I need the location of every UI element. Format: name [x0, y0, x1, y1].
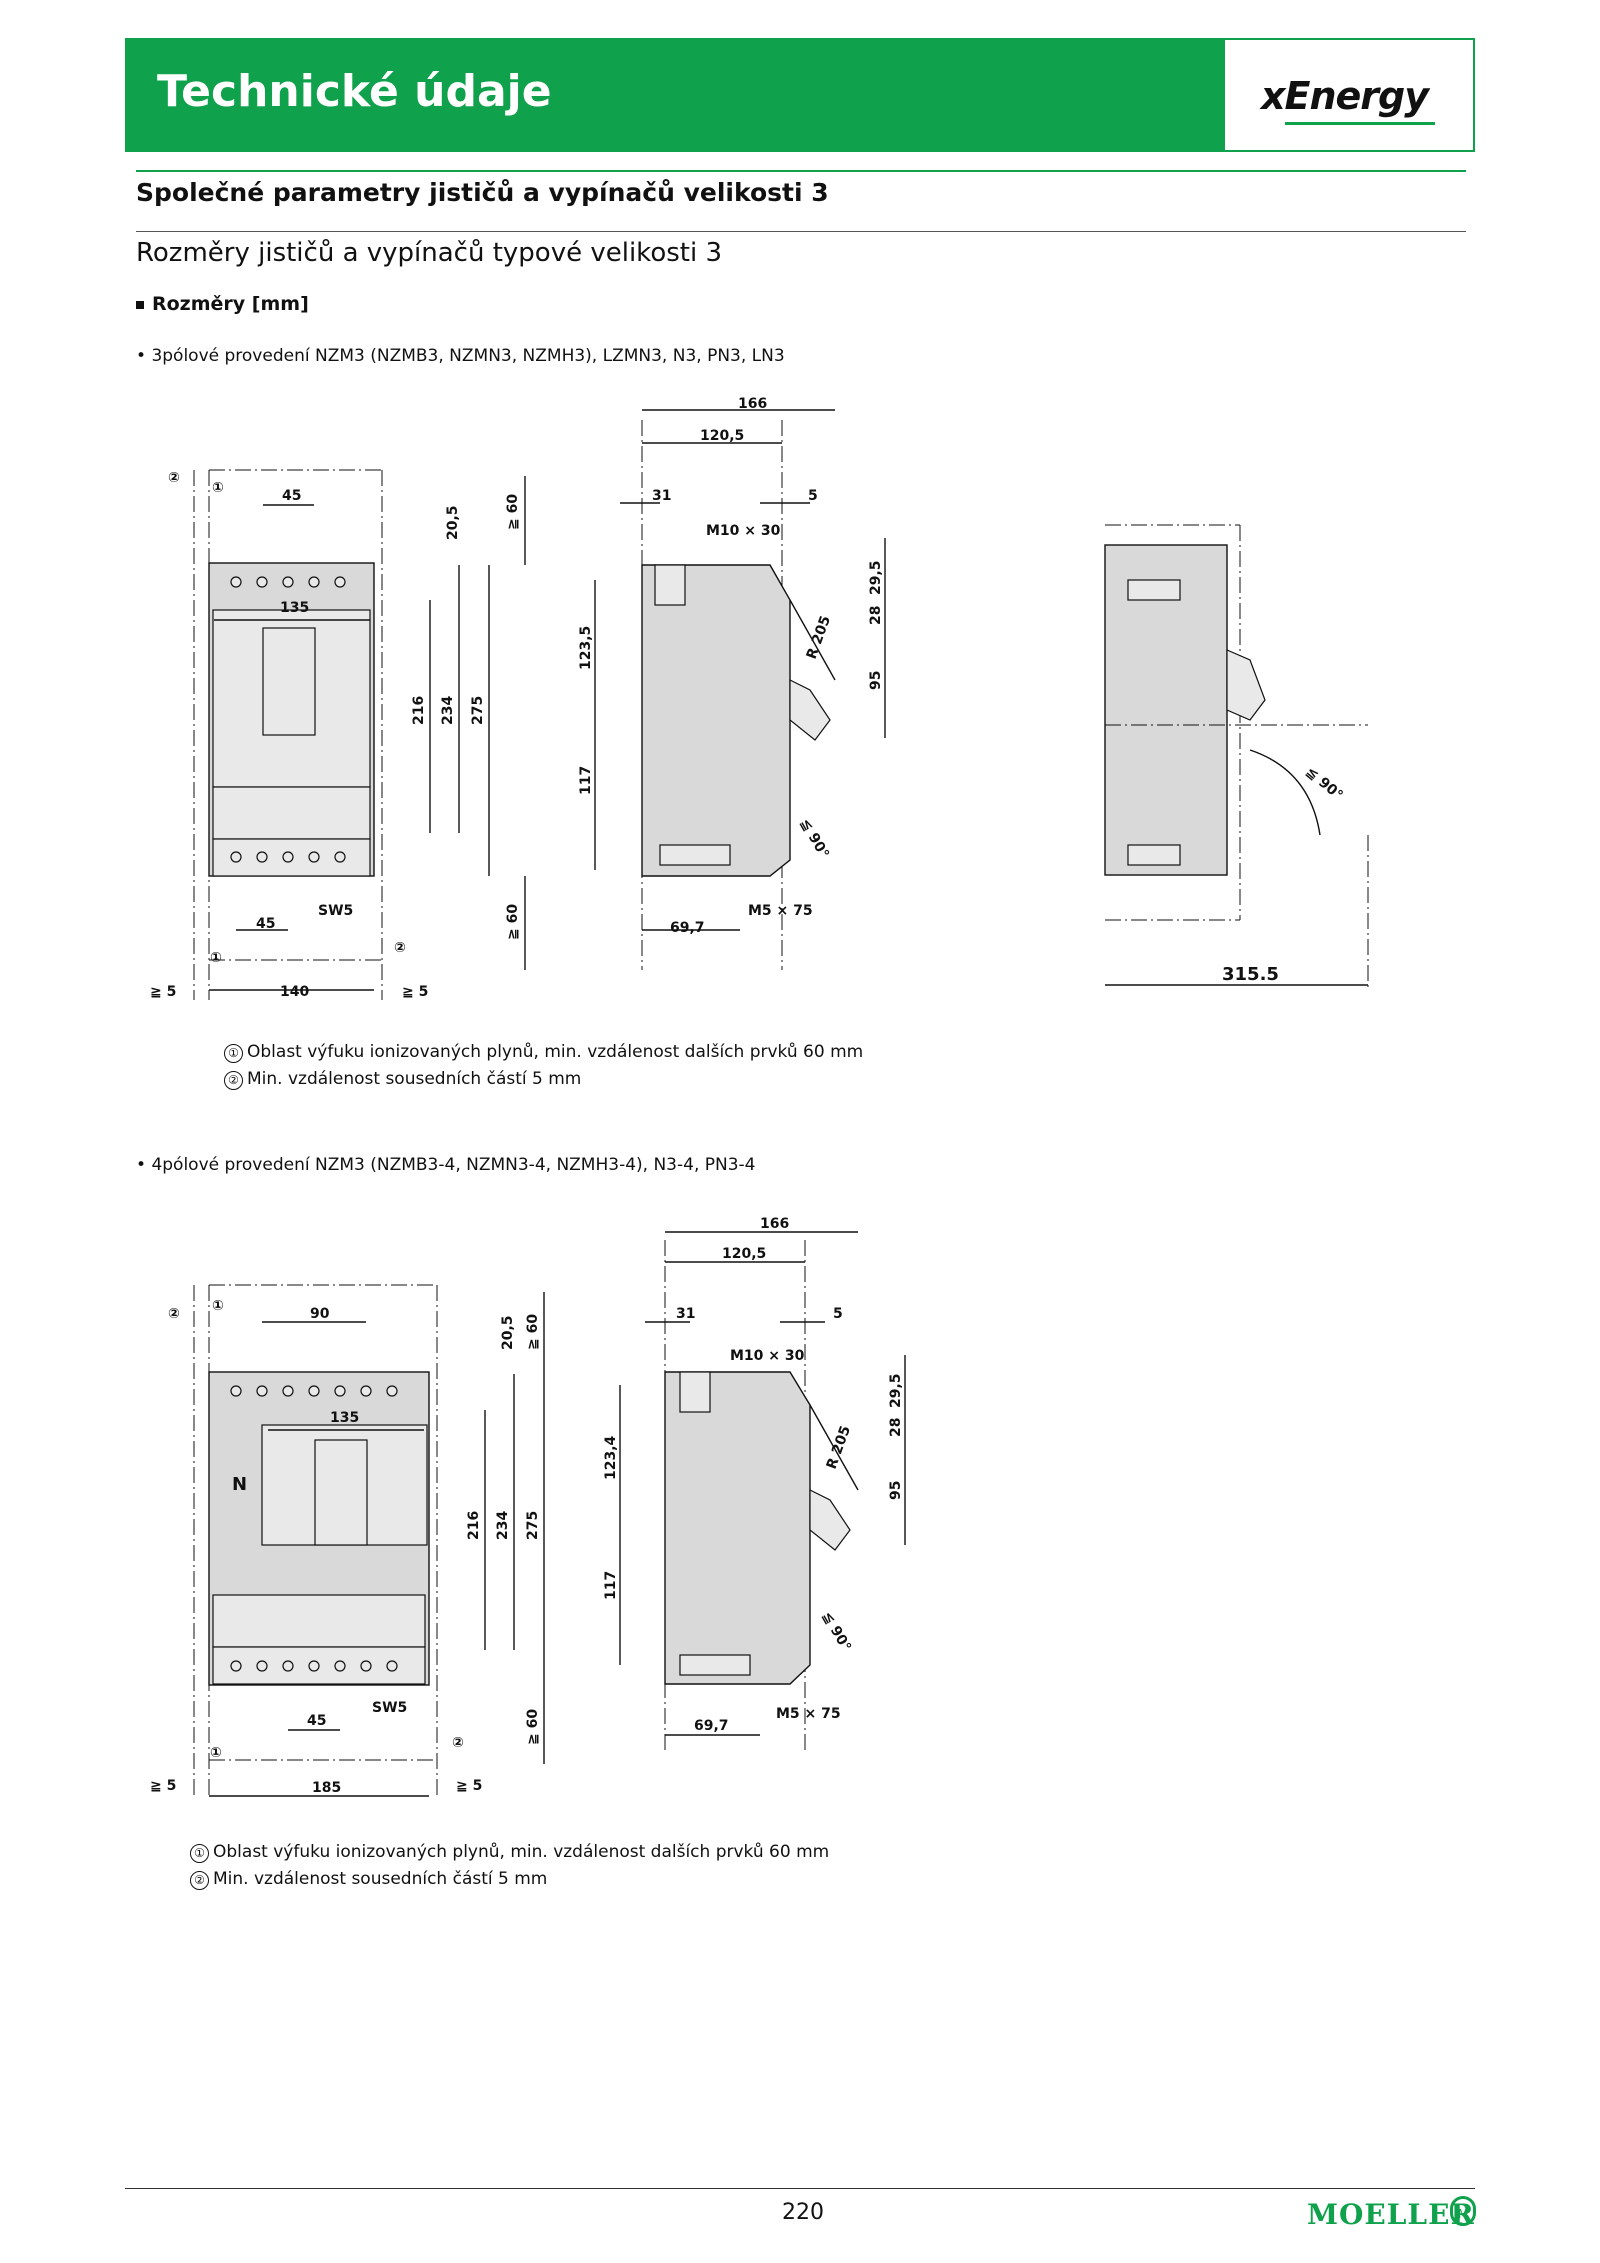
- figure1-side-dim-text: 31: [652, 488, 671, 504]
- figure1-dim-text: 275: [470, 696, 486, 725]
- header-banner: Technické údaje xEnergy: [125, 38, 1475, 152]
- figure1-marker: ①: [210, 950, 222, 966]
- brand-logo-underline: [1285, 122, 1435, 125]
- divider-green: [136, 170, 1466, 172]
- figure2-dim-text: 234: [495, 1511, 511, 1540]
- figure1-dim-text: 45: [256, 916, 275, 932]
- section-heading: Rozměry jističů a vypínačů typové veliko…: [136, 238, 722, 268]
- figure1-rotation-dim: 315.5: [1222, 964, 1279, 985]
- figure1-side-dim-text: 166: [738, 396, 767, 412]
- page-number: 220: [782, 2200, 824, 2225]
- figure2-side-dim-text: 28: [888, 1418, 904, 1437]
- square-bullet-icon: [136, 300, 144, 309]
- figure1-note-marker: ①: [224, 1044, 243, 1063]
- figure2-side-dim-text: ≦ 90°: [819, 1609, 854, 1654]
- figure2-side-dim-text: M10 × 30: [730, 1348, 805, 1364]
- figure2-side-dim-text: 5: [833, 1306, 843, 1322]
- figure1-dim-text: 216: [411, 696, 427, 725]
- figure1-marker: ②: [168, 470, 180, 486]
- figure2-side-dim-text: M5 × 75: [776, 1706, 841, 1722]
- figure2-dim-text: ≧ 60: [525, 1314, 541, 1350]
- figure2-side-dim-text: 120,5: [722, 1246, 766, 1262]
- figure1-side-dim-text: 29,5: [868, 560, 884, 595]
- brand-logo-text: xEnergy: [1261, 74, 1429, 118]
- figure2-dim-text: ≧ 60: [525, 1709, 541, 1745]
- divider-gray: [136, 231, 1466, 232]
- figure1-dim-text: 20,5: [445, 505, 461, 540]
- figure1-caption: • 3pólové provedení NZM3 (NZMB3, NZMN3, …: [136, 346, 785, 366]
- figure1-note-text: Oblast výfuku ionizovaných plynů, min. v…: [247, 1042, 864, 1062]
- figure2-side-dim-text: 117: [603, 1571, 619, 1600]
- figure2-dim-text: ≧ 5: [150, 1778, 176, 1794]
- sub-heading-text: Rozměry [mm]: [152, 293, 309, 315]
- figure1-dim-text: ≧ 60: [505, 904, 521, 940]
- figure2-dim-text: 45: [307, 1713, 326, 1729]
- figure2-note-text: Min. vzdálenost sousedních částí 5 mm: [213, 1869, 548, 1889]
- figure2-side-view: 166 120,5 31 5 M10 × 30 29,5 28 95 R 205…: [603, 1216, 906, 1750]
- company-logo: MOELLER: [1307, 2198, 1475, 2231]
- figure1-side-dim-text: 28: [868, 606, 884, 625]
- figure2-note-marker: ①: [190, 1844, 209, 1863]
- figure2-caption: • 4pólové provedení NZM3 (NZMB3-4, NZMN3…: [136, 1155, 756, 1175]
- figure2-dim-text: 20,5: [500, 1315, 516, 1350]
- figure1-side-dim-text: 123,5: [578, 626, 594, 670]
- figure1-dim-text: ≧ 60: [505, 494, 521, 530]
- figure2-side-dim-text: R 205: [824, 1424, 854, 1472]
- figure2-marker: ②: [168, 1306, 180, 1322]
- figure2-marker: ②: [452, 1735, 464, 1751]
- sub-heading: Rozměry [mm]: [136, 293, 309, 315]
- figure2-side-dim-text: 123,4: [603, 1435, 619, 1480]
- figure2-side-dim-text: 69,7: [694, 1718, 729, 1734]
- figure2-dim-text: SW5: [372, 1700, 407, 1716]
- company-mark-icon: M: [1450, 2196, 1476, 2226]
- figure1-dim-text: 234: [440, 696, 456, 725]
- figure1-note-marker: ②: [224, 1071, 243, 1090]
- figure2-dim-text: ≧ 5: [456, 1778, 482, 1794]
- figure2-side-dim-text: 29,5: [888, 1373, 904, 1408]
- figure2-caption-text: 4pólové provedení NZM3 (NZMB3-4, NZMN3-4…: [151, 1155, 756, 1175]
- figure1-note-text: Min. vzdálenost sousedních částí 5 mm: [247, 1069, 582, 1089]
- figure1-dim-text: 135: [280, 600, 309, 616]
- figure1-dim-text: 45: [282, 488, 301, 504]
- figure2-dim-text: 275: [525, 1511, 541, 1540]
- figure1-dim-text: 140: [280, 984, 309, 1000]
- figure1-caption-text: 3pólové provedení NZM3 (NZMB3, NZMN3, NZ…: [151, 346, 785, 366]
- figure1-side-dim-text: M10 × 30: [706, 523, 781, 539]
- figure1-dim-text: ≧ 5: [402, 984, 428, 1000]
- figure2-dim-text: 185: [312, 1780, 341, 1796]
- figure1-side-dim-text: 95: [868, 671, 884, 690]
- figure1-marker: ①: [212, 480, 224, 496]
- page-title: Technické údaje: [157, 66, 552, 117]
- figure1-side-dim-text: 69,7: [670, 920, 705, 936]
- brand-logo: xEnergy: [1223, 40, 1473, 150]
- figure1-marker: ②: [394, 940, 406, 956]
- figure2-side-dim-text: 166: [760, 1216, 789, 1232]
- figure2-dim-text: 90: [310, 1306, 330, 1322]
- figure2-dim-text: 135: [330, 1410, 359, 1426]
- figure2-side-dim-text: 31: [676, 1306, 695, 1322]
- figure2-dim-text: 216: [466, 1511, 482, 1540]
- figure2-side-dim-text: 95: [888, 1481, 904, 1500]
- figure1-side-dim-text: 117: [578, 766, 594, 795]
- figure2-note-marker: ②: [190, 1871, 209, 1890]
- figure1-side-dim-text: 5: [808, 488, 818, 504]
- figure1-dim-text: ≧ 5: [150, 984, 176, 1000]
- figure2-note-text: Oblast výfuku ionizovaných plynů, min. v…: [213, 1842, 830, 1862]
- section-subtitle: Společné parametry jističů a vypínačů ve…: [136, 178, 829, 207]
- figure2-drawing: 90 135 216 234 275 20,5 ≧ 60 45 SW5 ≧ 60…: [150, 1216, 906, 1797]
- figure1-side-dim-text: 120,5: [700, 428, 744, 444]
- figure2-marker: ①: [212, 1298, 224, 1314]
- figure1-drawing: 45 135 216 234 275 20,5 ≧ 60 45 SW5 ≧ 60…: [150, 396, 1369, 1000]
- figure1-front-view: 45 135 216 234 275 20,5 ≧ 60 45 SW5 ≧ 60…: [150, 469, 526, 1000]
- footer-divider: [125, 2188, 1475, 2189]
- figure1-dim-text: SW5: [318, 903, 353, 919]
- figure2-n-label: N: [232, 1474, 247, 1495]
- figure2-marker: ①: [210, 1745, 222, 1761]
- figure2-front-view: 90 135 216 234 275 20,5 ≧ 60 45 SW5 ≧ 60…: [150, 1284, 545, 1797]
- figure1-side-dim-text: M5 × 75: [748, 903, 813, 919]
